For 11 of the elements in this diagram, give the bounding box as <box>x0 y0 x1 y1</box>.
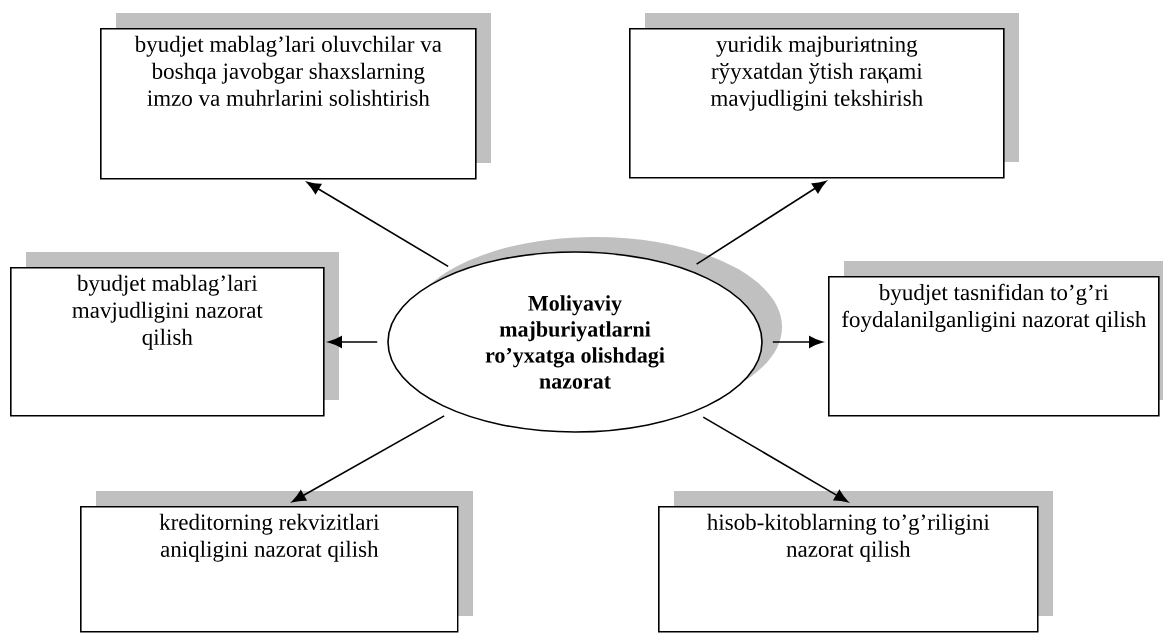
arrow <box>328 336 378 348</box>
arrow <box>772 336 823 348</box>
text-box: yuridik majburiяtning rўyxatdan ўtish raқami mavjudligini tekshirish <box>629 28 1005 179</box>
text-box: byudjet mablag’lari oluvchilar va boshqa javobgar shaxslarning imzo va muhrlarini solishtirish <box>100 28 477 180</box>
text-box: kreditorning rekvizitlari aniqligini nazorat qilish <box>80 506 459 633</box>
arrow <box>291 415 445 503</box>
text-box: hisob-kitoblarning to’g’riligini nazorat qilish <box>658 506 1039 633</box>
text-box: byudjet tasnifidan to’g’ri foydalanilganligini nazorat qilish <box>828 276 1160 417</box>
arrow <box>702 416 849 503</box>
arrow <box>306 181 449 268</box>
text-box: byudjet mablag’lari mavjudligini nazorat qilish <box>10 267 325 417</box>
